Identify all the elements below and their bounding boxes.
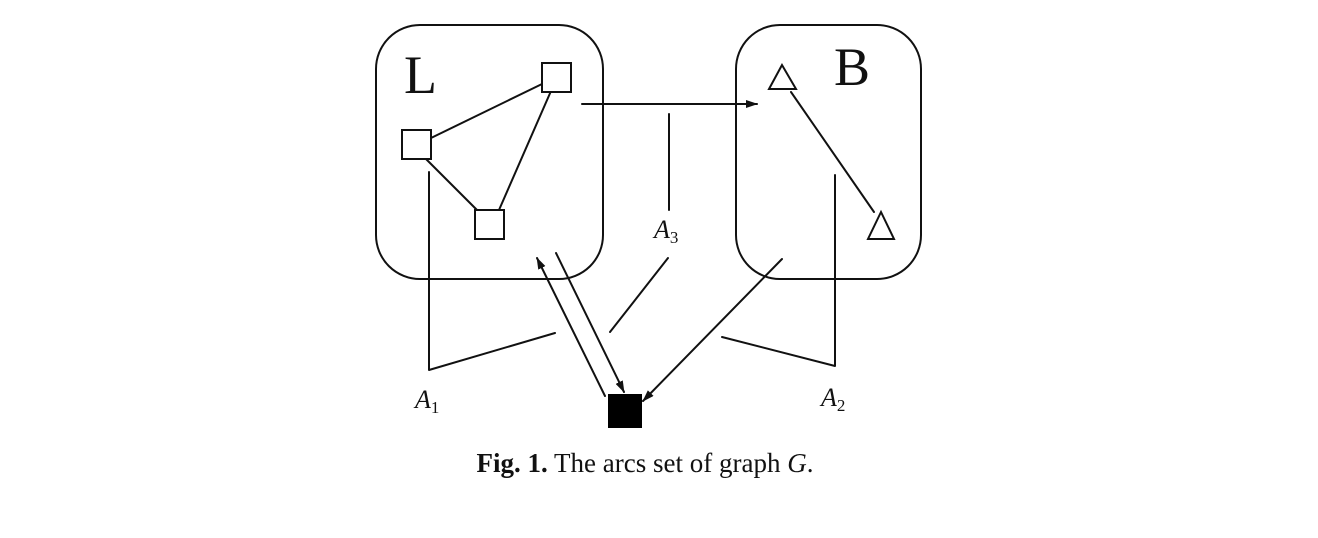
filled-square-node <box>608 394 642 428</box>
edge-top-triangle-bottom-triangle <box>790 91 875 213</box>
label-a1: A1 <box>413 385 439 417</box>
caption-variable: G <box>787 448 807 478</box>
bracket-a2 <box>721 174 836 367</box>
square-node-bottom <box>474 209 505 240</box>
caption-end: . <box>806 448 814 478</box>
arc-right-box-to-filled-node <box>642 258 783 402</box>
edge-top-square-bottom-square <box>498 90 552 211</box>
arc-left-box-to-filled-node <box>555 252 625 393</box>
arc-filled-node-to-left-box <box>536 257 606 397</box>
triangle-node-top <box>767 62 798 90</box>
square-node-top <box>541 62 572 93</box>
right-box-letter: B <box>834 37 870 97</box>
triangle-node-bottom <box>866 209 896 240</box>
leader-a3-lower <box>609 257 669 333</box>
caption-text: The arcs set of graph <box>547 448 788 478</box>
right-subgraph-box <box>735 24 922 280</box>
edge-left-square-bottom-square <box>424 157 479 212</box>
figure-caption: Fig. 1. The arcs set of graph G. <box>0 448 1290 479</box>
edge-left-square-top-square <box>430 83 543 139</box>
caption-label: Fig. 1. <box>476 448 548 478</box>
bracket-a1 <box>428 171 556 371</box>
square-node-left <box>401 129 432 160</box>
label-a3: A3 <box>652 215 678 247</box>
left-subgraph-box <box>375 24 604 280</box>
left-box-letter: L <box>404 45 437 105</box>
label-a2: A2 <box>819 383 845 415</box>
